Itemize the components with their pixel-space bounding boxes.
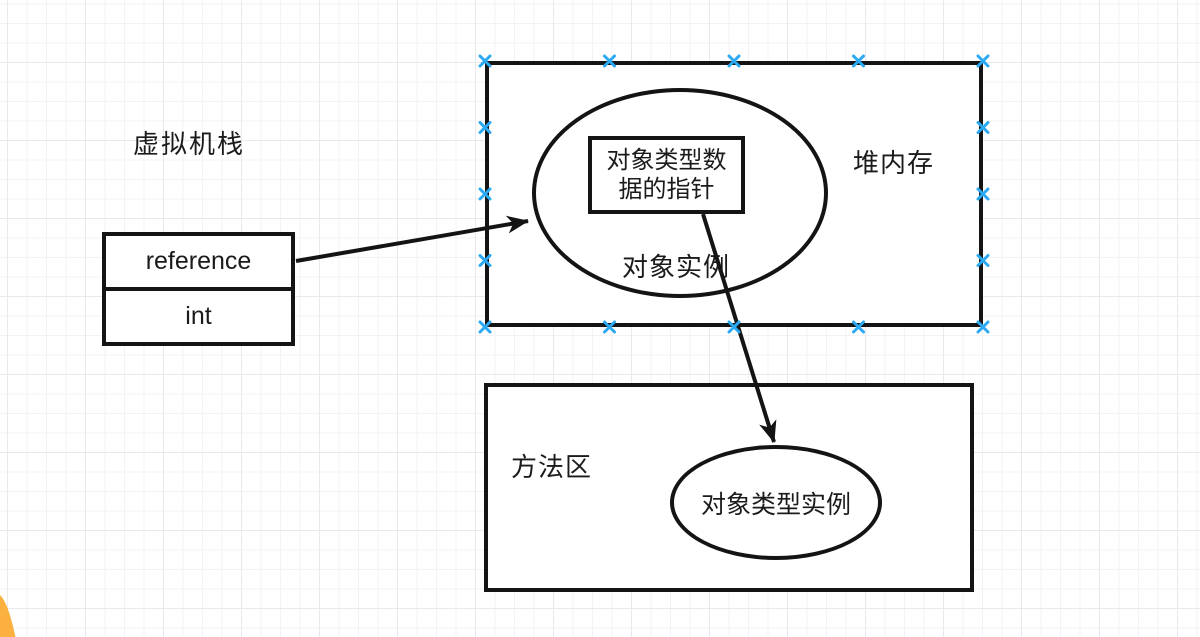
type-pointer-box[interactable]: 对象类型数 据的指针 <box>588 136 745 214</box>
stack-row-int[interactable]: int <box>185 302 212 330</box>
heap-memory-label[interactable]: 堆内存 <box>853 148 935 178</box>
type-instance-ellipse[interactable]: 对象类型实例 <box>670 445 882 560</box>
method-area-label[interactable]: 方法区 <box>511 452 593 482</box>
yellow-corner-wedge <box>0 595 16 637</box>
stack-frame-box[interactable]: reference int <box>102 232 295 346</box>
stack-row-reference[interactable]: reference <box>106 236 291 291</box>
vm-stack-label[interactable]: 虚拟机栈 <box>133 129 246 159</box>
object-instance-label[interactable]: 对象实例 <box>621 252 730 282</box>
